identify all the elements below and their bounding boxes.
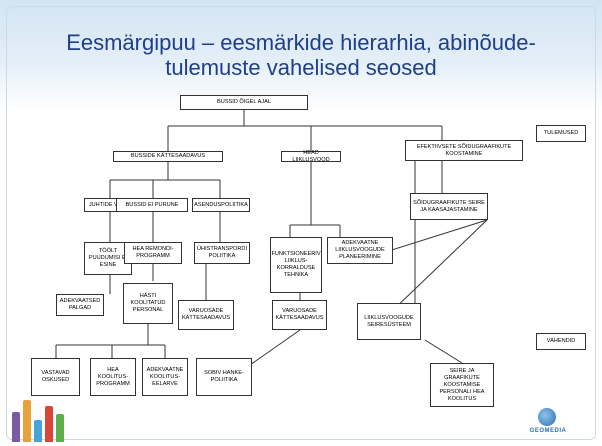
goal-adekvaatsed-palgad: ADEKVAATSED PALGAD: [56, 294, 104, 316]
color-bar-2: [23, 400, 31, 442]
slide-frame: [6, 6, 596, 440]
goal-kattesaadavus: BUSSIDE KÄTTESAADAVUS: [113, 151, 223, 162]
goal-hea-remondiprogramm: HEA REMONDI- PROGRAMM: [124, 242, 182, 264]
color-bar-1: [12, 412, 20, 442]
goal-vastavad-oskused: VASTAVAD OSKUSED: [31, 358, 80, 396]
goal-graafikute-koostamise-personali-koolitus: SEIRE JA GRAAFIKUTE KOOSTAMISE PERSONALI…: [430, 363, 494, 407]
goal-varuosade-kattesaadavus: VARUOSADE KÄTTESAADAVUS: [178, 300, 234, 330]
goal-soidugraafikute-seire: SÕIDUGRAAFIKUTE SEIRE JA KAASAJASTAMINE: [410, 193, 488, 220]
decorative-color-bars: [10, 398, 80, 442]
goal-sobiv-hankepoliitika: SOBIV HANKE- POLIITIKA: [196, 358, 252, 396]
goal-varuosade-kattesaadavus-2: VARUOSADE KÄTTESAADAVUS: [272, 300, 327, 330]
connector-root-level1: [167, 109, 443, 151]
connector-remondi-level4: [152, 263, 207, 300]
color-bar-4: [45, 406, 53, 442]
label-tulemused: TULEMUSED: [536, 125, 586, 142]
goal-liiklusvood: HEAD LIIKLUSVOOD: [281, 150, 341, 163]
goal-root: BUSSID ÕIGEL AJAL: [180, 95, 308, 110]
connector-koolitatud-level5: [55, 324, 166, 358]
goal-hasti-koolitatud-personal: HÄSTI KOOLITATUD PERSONAL: [123, 283, 173, 324]
logo-text: GEOMEDIA: [529, 428, 567, 434]
goal-bussid-ei-purune: BUSSID EI PURUNE: [116, 198, 188, 212]
goal-asenduspoliitika: ASENDUSPOLIITIKA: [192, 198, 250, 212]
color-bar-5: [56, 414, 64, 442]
goal-hea-koolitusprogramm: HEA KOOLITUS- PROGRAMM: [90, 358, 136, 396]
geomedia-logo: GEOMEDIA: [522, 408, 574, 442]
connector-kattesaadavus-level2: [109, 161, 221, 198]
color-bar-3: [34, 420, 42, 442]
goal-uhistranspordi-poliitika: ÜHISTRANSPORDI POLIITIKA: [194, 242, 250, 264]
goal-adekvaatne-liiklusvoogude-planeerimine: ADEKVAATNE LIIKLUSVOOGUDE PLANEERIMINE: [327, 237, 393, 264]
connector-seire-seiresusteem: [389, 219, 488, 314]
label-vahendid: VAHENDID: [536, 333, 586, 350]
slide-title: Eesmärgipuu – eesmärkide hierarhia, abin…: [20, 30, 582, 80]
goal-liiklusvoogude-seiresusteem: LIIKLUSVOOGUDE SEIRESÜSTEEM: [357, 303, 421, 340]
slide-title-line-1: Eesmärgipuu – eesmärkide hierarhia, abin…: [66, 30, 536, 55]
goal-funktsioneeriv-liikluskorralduse-tehnika: FUNKTSIONEERIV LIIKLUS- KORRALDUSE TEHNI…: [270, 237, 322, 293]
connector-seiresusteem-graafikute: [424, 339, 463, 364]
goal-adekvaatne-koolituseelarve: ADEKVAATNE KOOLITUS- EELARVE: [142, 358, 188, 396]
globe-icon: [538, 408, 556, 426]
slide-title-line-2: tulemuste vahelised seosed: [165, 55, 437, 80]
goal-efektiivsete-soidugraafikute-koostamine: EFEKTIIVSETE SÕIDUGRAAFIKUTE KOOSTAMINE: [405, 140, 523, 161]
connector-liiklusvood-level2: [289, 161, 341, 237]
